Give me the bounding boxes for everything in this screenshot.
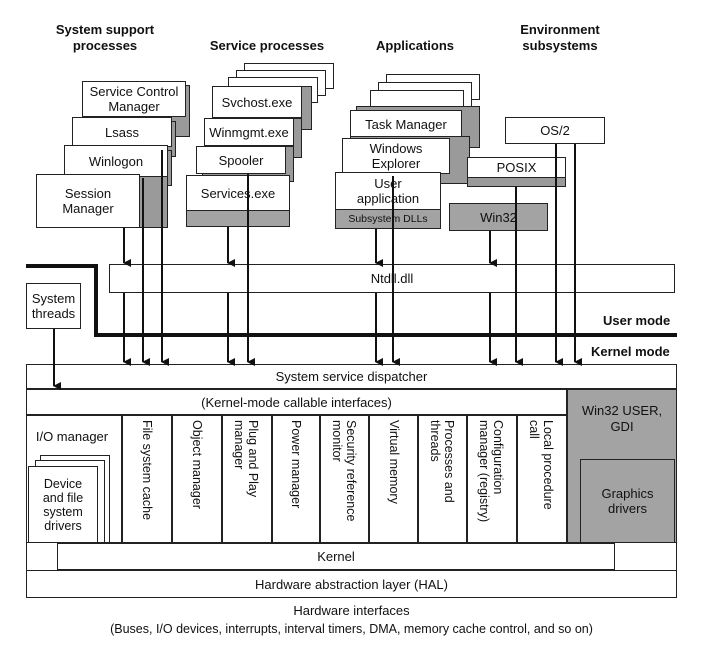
lsass-box: Lsass xyxy=(72,117,172,147)
header-environment: Environment subsystems xyxy=(520,22,600,53)
local-procedure-call-label: Local procedure call xyxy=(527,420,555,510)
system-service-dispatcher: System service dispatcher xyxy=(26,364,677,389)
task-manager-box: Task Manager xyxy=(350,110,462,138)
pnp-manager-label: Plug and Play manager xyxy=(232,420,260,498)
kernel-mode-label: Kernel mode xyxy=(591,344,670,359)
processes-threads-label: Processes and threads xyxy=(428,420,456,503)
user-mode-label: User mode xyxy=(603,313,671,328)
configuration-manager-label: Configuration manager (registry) xyxy=(477,420,505,523)
user-kernel-boundary xyxy=(26,264,677,337)
object-manager-label: Object manager xyxy=(190,420,204,509)
win32-box: Win32 xyxy=(449,203,548,231)
svchost-box: Svchost.exe xyxy=(212,86,302,118)
session-manager-box: Session Manager xyxy=(36,174,140,228)
local-procedure-call-col xyxy=(517,415,567,543)
configuration-manager-col xyxy=(467,415,517,543)
winlogon-box: Winlogon xyxy=(64,145,168,177)
winmgmt-box: Winmgmt.exe xyxy=(204,118,294,146)
processes-threads-col xyxy=(418,415,467,543)
hardware-interfaces-detail: (Buses, I/O devices, interrupts, interva… xyxy=(110,622,593,636)
service-control-manager-box: Service Control Manager xyxy=(82,81,186,117)
security-reference-monitor-col xyxy=(320,415,369,543)
pnp-manager-col xyxy=(222,415,272,543)
file-system-cache-label: File system cache xyxy=(140,420,154,521)
security-reference-monitor-label: Security reference monitor xyxy=(330,420,358,522)
device-file-system-drivers-box: Device and file system drivers xyxy=(28,466,98,543)
io-manager-label: I/O manager xyxy=(35,429,109,444)
object-manager-col xyxy=(172,415,222,543)
hardware-interfaces-title: Hardware interfaces xyxy=(293,603,410,618)
header-service-processes: Service processes xyxy=(209,38,325,53)
subsystem-dlls-box: Subsystem DLLs xyxy=(335,209,441,229)
virtual-memory-col xyxy=(369,415,418,543)
spooler-box: Spooler xyxy=(196,146,286,174)
win32-user-gdi-label: Win32 USER, GDI xyxy=(581,403,663,434)
header-system-support: System support processes xyxy=(55,22,155,53)
power-manager-col xyxy=(272,415,320,543)
user-application-box: User application xyxy=(335,172,441,210)
graphics-drivers-box: Graphics drivers xyxy=(580,459,675,543)
header-applications: Applications xyxy=(375,38,454,53)
os2-box: OS/2 xyxy=(505,117,605,144)
services-box: Services.exe xyxy=(186,175,290,211)
posix-box: POSIX xyxy=(467,157,566,178)
file-system-cache-col xyxy=(122,415,172,543)
hal-box: Hardware abstraction layer (HAL) xyxy=(26,570,677,598)
virtual-memory-label: Virtual memory xyxy=(387,420,401,504)
power-manager-label: Power manager xyxy=(289,420,303,509)
kernel-box: Kernel xyxy=(57,543,615,570)
kernel-mode-callable-interfaces: (Kernel-mode callable interfaces) xyxy=(26,389,567,415)
system-threads-box: System threads xyxy=(26,283,81,329)
